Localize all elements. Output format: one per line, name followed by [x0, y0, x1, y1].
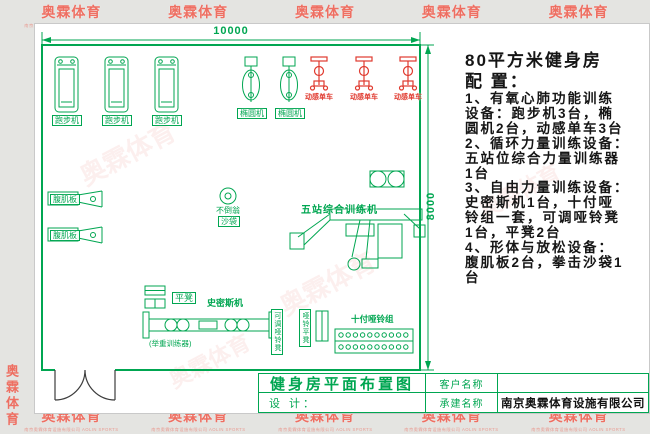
dumbbell-set-label: 十付哑铃组	[351, 314, 394, 324]
height-dimension-label: 8000	[425, 191, 437, 221]
adjustable-dumbbell-bench-label: 可调哑铃凳	[271, 309, 284, 355]
design-label: 设 计：	[269, 397, 318, 410]
config-line: 腹肌板2台，拳击沙袋1	[465, 254, 624, 270]
punching-bag-label: 沙袋	[218, 216, 240, 228]
design-label-cell: 设 计：	[259, 393, 426, 412]
brand-watermark-vertical: 奥霖体育	[4, 364, 19, 428]
customer-label: 客户名称	[439, 379, 484, 391]
treadmill-label: 跑步机	[152, 115, 182, 127]
config-line: 铃组一套，可调哑铃凳	[465, 210, 620, 226]
punching-bag-label-top: 不倒翁	[216, 206, 240, 215]
brand-watermark-subtext: 南京奥霖体育设施有限公司 AOLIN SPORTS	[404, 427, 499, 433]
drawing-sheet: 奥霖体育 奥霖体育 奥霖体育 奥霖体育	[35, 24, 649, 413]
flat-bench-symbols	[144, 285, 166, 309]
punching-bag-symbol	[219, 187, 237, 205]
title-block: 健身房平面布置图 客户名称 设 计： 承建名称 南京奥霖体育设施有限公司	[258, 373, 649, 413]
elliptical-label: 椭圆机	[237, 108, 267, 120]
company-name-cell: 南京奥霖体育设施有限公司	[498, 393, 648, 412]
width-dimension-label: 10000	[213, 25, 249, 37]
config-line: 3、自由力量训练设备：	[465, 180, 630, 196]
treadmill-label: 跑步机	[52, 115, 82, 127]
treadmill-label: 跑步机	[102, 115, 132, 127]
brand-watermark-subtext: 南京奥霖体育设施有限公司 AOLIN SPORTS	[151, 427, 246, 433]
config-line: 史密斯机1台，十付哑	[465, 195, 615, 211]
smith-machine-label: 史密斯机	[207, 298, 244, 308]
drawing-title-cell: 健身房平面布置图	[259, 374, 426, 393]
config-line: 设备：跑步机3台，椭	[465, 105, 615, 121]
config-panel: 80平方米健身房 配 置： 1、有氧心肺功能训练 设备：跑步机3台，椭 圆机2台…	[465, 50, 649, 286]
contractor-label: 承建名称	[439, 399, 484, 410]
floor-plan-linework	[41, 32, 434, 401]
brand-watermark-subtext: 南京奥霖体育设施有限公司 AOLIN SPORTS	[531, 427, 626, 433]
config-line: 五站位综合力量训练器	[465, 150, 620, 166]
five-station-symbol	[289, 170, 426, 271]
spin-bike-symbols	[309, 56, 418, 91]
flat-bench-label: 平凳	[172, 292, 197, 305]
config-title: 80平方米健身房	[465, 51, 602, 70]
spin-bike-label: 动感单车	[350, 94, 378, 101]
brand-watermark-text: 奥霖体育	[421, 4, 482, 20]
smith-machine-symbol	[142, 311, 276, 339]
dumbbell-rack-symbol	[334, 328, 414, 354]
company-name: 南京奥霖体育设施有限公司	[501, 397, 645, 410]
config-line: 2、循环力量训练设备：	[465, 135, 630, 151]
ab-board-label: 腹肌板	[50, 230, 80, 242]
dumbbell-flat-bench-label: 哑铃平凳	[299, 309, 312, 347]
elliptical-label: 椭圆机	[275, 108, 305, 120]
dumbbell-bench-symbol	[315, 310, 329, 342]
config-line: 圆机2台，动感单车3台	[465, 120, 624, 136]
config-line: 4、形体与放松设备：	[465, 240, 615, 256]
customer-value-cell	[498, 374, 648, 393]
config-subtitle: 配 置：	[465, 72, 529, 91]
config-line: 1台，平凳2台	[465, 225, 562, 241]
config-line: 1、有氧心肺功能训练	[465, 91, 615, 106]
customer-label-cell: 客户名称	[426, 374, 498, 393]
dimension-lines	[41, 32, 434, 371]
room-walls	[41, 44, 421, 371]
brand-watermark-subtext: 南京奥霖体育设施有限公司 AOLIN SPORTS	[277, 427, 373, 433]
brand-watermark-text: 奥霖体育	[548, 4, 609, 20]
five-station-label: 五站综合训练机	[301, 205, 378, 216]
treadmill-symbols	[54, 56, 179, 113]
elliptical-symbols	[242, 56, 298, 103]
spin-bike-label: 动感单车	[305, 94, 333, 101]
brand-watermark-text: 奥霖体育	[294, 4, 355, 20]
contractor-label-cell: 承建名称	[426, 393, 498, 412]
brand-watermark-subtext: 南京奥霖体育设施有限公司 AOLIN SPORTS	[24, 427, 119, 433]
smith-machine-note: (举重训练器)	[149, 339, 192, 348]
double-door	[54, 369, 116, 401]
ab-board-label: 腹肌板	[50, 194, 80, 206]
config-line: 台	[465, 269, 481, 285]
brand-watermark-text: 奥霖体育	[41, 4, 102, 20]
drawing-title: 健身房平面布置图	[269, 375, 414, 393]
config-line: 1台	[465, 165, 491, 181]
spin-bike-label: 动感单车	[394, 94, 422, 101]
brand-watermark-text: 奥霖体育	[168, 4, 229, 20]
